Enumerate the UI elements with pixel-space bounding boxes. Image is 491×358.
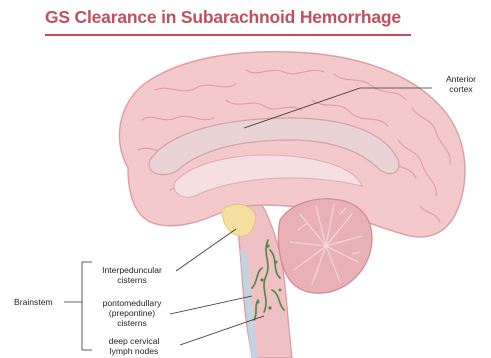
label-brainstem: Brainstem	[14, 297, 53, 307]
interpeduncular-cistern	[222, 204, 255, 236]
label-anterior-cortex-line1: Anterior	[436, 74, 486, 84]
label-deep-cervical: deep cervical lymph nodes	[96, 336, 172, 356]
label-interpeduncular-line2: cisterns	[92, 275, 172, 285]
label-pontomedullary-line3: cisterns	[92, 318, 172, 328]
label-pontomedullary: pontomedullary (prepontine) cisterns	[92, 298, 172, 328]
label-anterior-cortex: Anterior cortex	[436, 74, 486, 94]
label-pontomedullary-line1: pontomedullary	[92, 298, 172, 308]
label-deep-cervical-line1: deep cervical	[96, 336, 172, 346]
label-interpeduncular: Interpeduncular cisterns	[92, 265, 172, 285]
label-anterior-cortex-line2: cortex	[436, 84, 486, 94]
label-pontomedullary-line2: (prepontine)	[92, 308, 172, 318]
label-deep-cervical-line2: lymph nodes	[96, 346, 172, 356]
label-interpeduncular-line1: Interpeduncular	[92, 265, 172, 275]
